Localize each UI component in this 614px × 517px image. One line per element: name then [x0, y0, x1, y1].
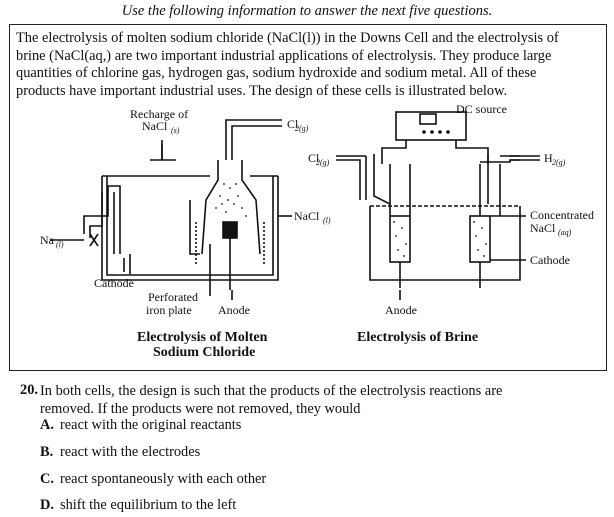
section-header: Use the following information to answer … [121, 3, 493, 19]
conc-nacl-label: NaCl [530, 221, 556, 235]
choice-a-text: react with the original reactants [60, 417, 242, 433]
question-text-line-1: In both cells, the design is such that t… [40, 383, 503, 399]
conc-nacl-sub: (aq) [558, 228, 572, 237]
dc-source-label: DC source [456, 104, 507, 116]
choice-d[interactable]: D. shift the equilibrium to the left [40, 497, 236, 514]
choice-b-text: react with the electrodes [60, 444, 201, 460]
choice-d-letter: D. [40, 497, 54, 513]
brine-cl2-label: Cl [308, 151, 320, 165]
downs-cl2-label: Cl [287, 117, 299, 131]
choice-b[interactable]: B. react with the electrodes [40, 444, 200, 461]
passage: The electrolysis of molten sodium chlori… [16, 30, 606, 100]
info-box [9, 24, 607, 371]
choice-d-text: shift the equilibrium to the left [60, 497, 237, 513]
electrolysis-diagram: Recharge of NaCl (s) Cl 2(g) NaCl (l) Na… [40, 104, 594, 360]
downs-nacl-label: NaCl [294, 209, 320, 223]
perforated-label: Perforated [148, 290, 198, 304]
recharge-nacl-sub: (s) [171, 126, 180, 135]
passage-line-4: products have important industrial uses.… [16, 82, 508, 99]
downs-caption-line-1: Electrolysis of Molten [137, 330, 268, 345]
brine-anode-label: Anode [385, 303, 417, 317]
recharge-label: Recharge of [130, 107, 188, 121]
concentrated-label: Concentrated [530, 208, 594, 222]
brine-h2-label: H [544, 151, 553, 165]
downs-nacl-sub: (l) [323, 216, 331, 225]
question-number: 20. [20, 382, 38, 398]
iron-plate-label: iron plate [146, 303, 192, 317]
recharge-nacl-label: NaCl [142, 119, 168, 133]
brine-caption: Electrolysis of Brine [357, 330, 478, 345]
choice-b-letter: B. [40, 444, 54, 460]
downs-cl2-sub: 2(g) [295, 124, 309, 133]
choice-a[interactable]: A. react with the original reactants [40, 417, 241, 434]
passage-line-1: The electrolysis of molten sodium chlori… [16, 30, 559, 46]
choice-c-text: react spontaneously with each other [60, 471, 267, 487]
downs-cathode-label: Cathode [94, 276, 134, 290]
choice-c-letter: C. [40, 471, 54, 487]
passage-line-3: quantities of chlorine gas, hydrogen gas… [16, 65, 537, 82]
brine-cathode-label: Cathode [530, 253, 570, 267]
downs-caption-line-2: Sodium Chloride [153, 345, 255, 360]
passage-line-2: brine (NaCl(aq,) are two important indus… [16, 47, 552, 64]
question-text: In both cells, the design is such that t… [40, 382, 600, 418]
choice-a-letter: A. [40, 417, 54, 433]
na-sub: (l) [56, 240, 64, 249]
choice-c[interactable]: C. react spontaneously with each other [40, 471, 266, 488]
brine-h2-sub: 2(g) [552, 158, 566, 167]
brine-cl2-sub: 2(g) [316, 158, 330, 167]
na-label: Na [40, 233, 55, 247]
downs-anode-label: Anode [218, 303, 250, 317]
question-text-line-2: removed. If the products were not remove… [40, 401, 361, 417]
